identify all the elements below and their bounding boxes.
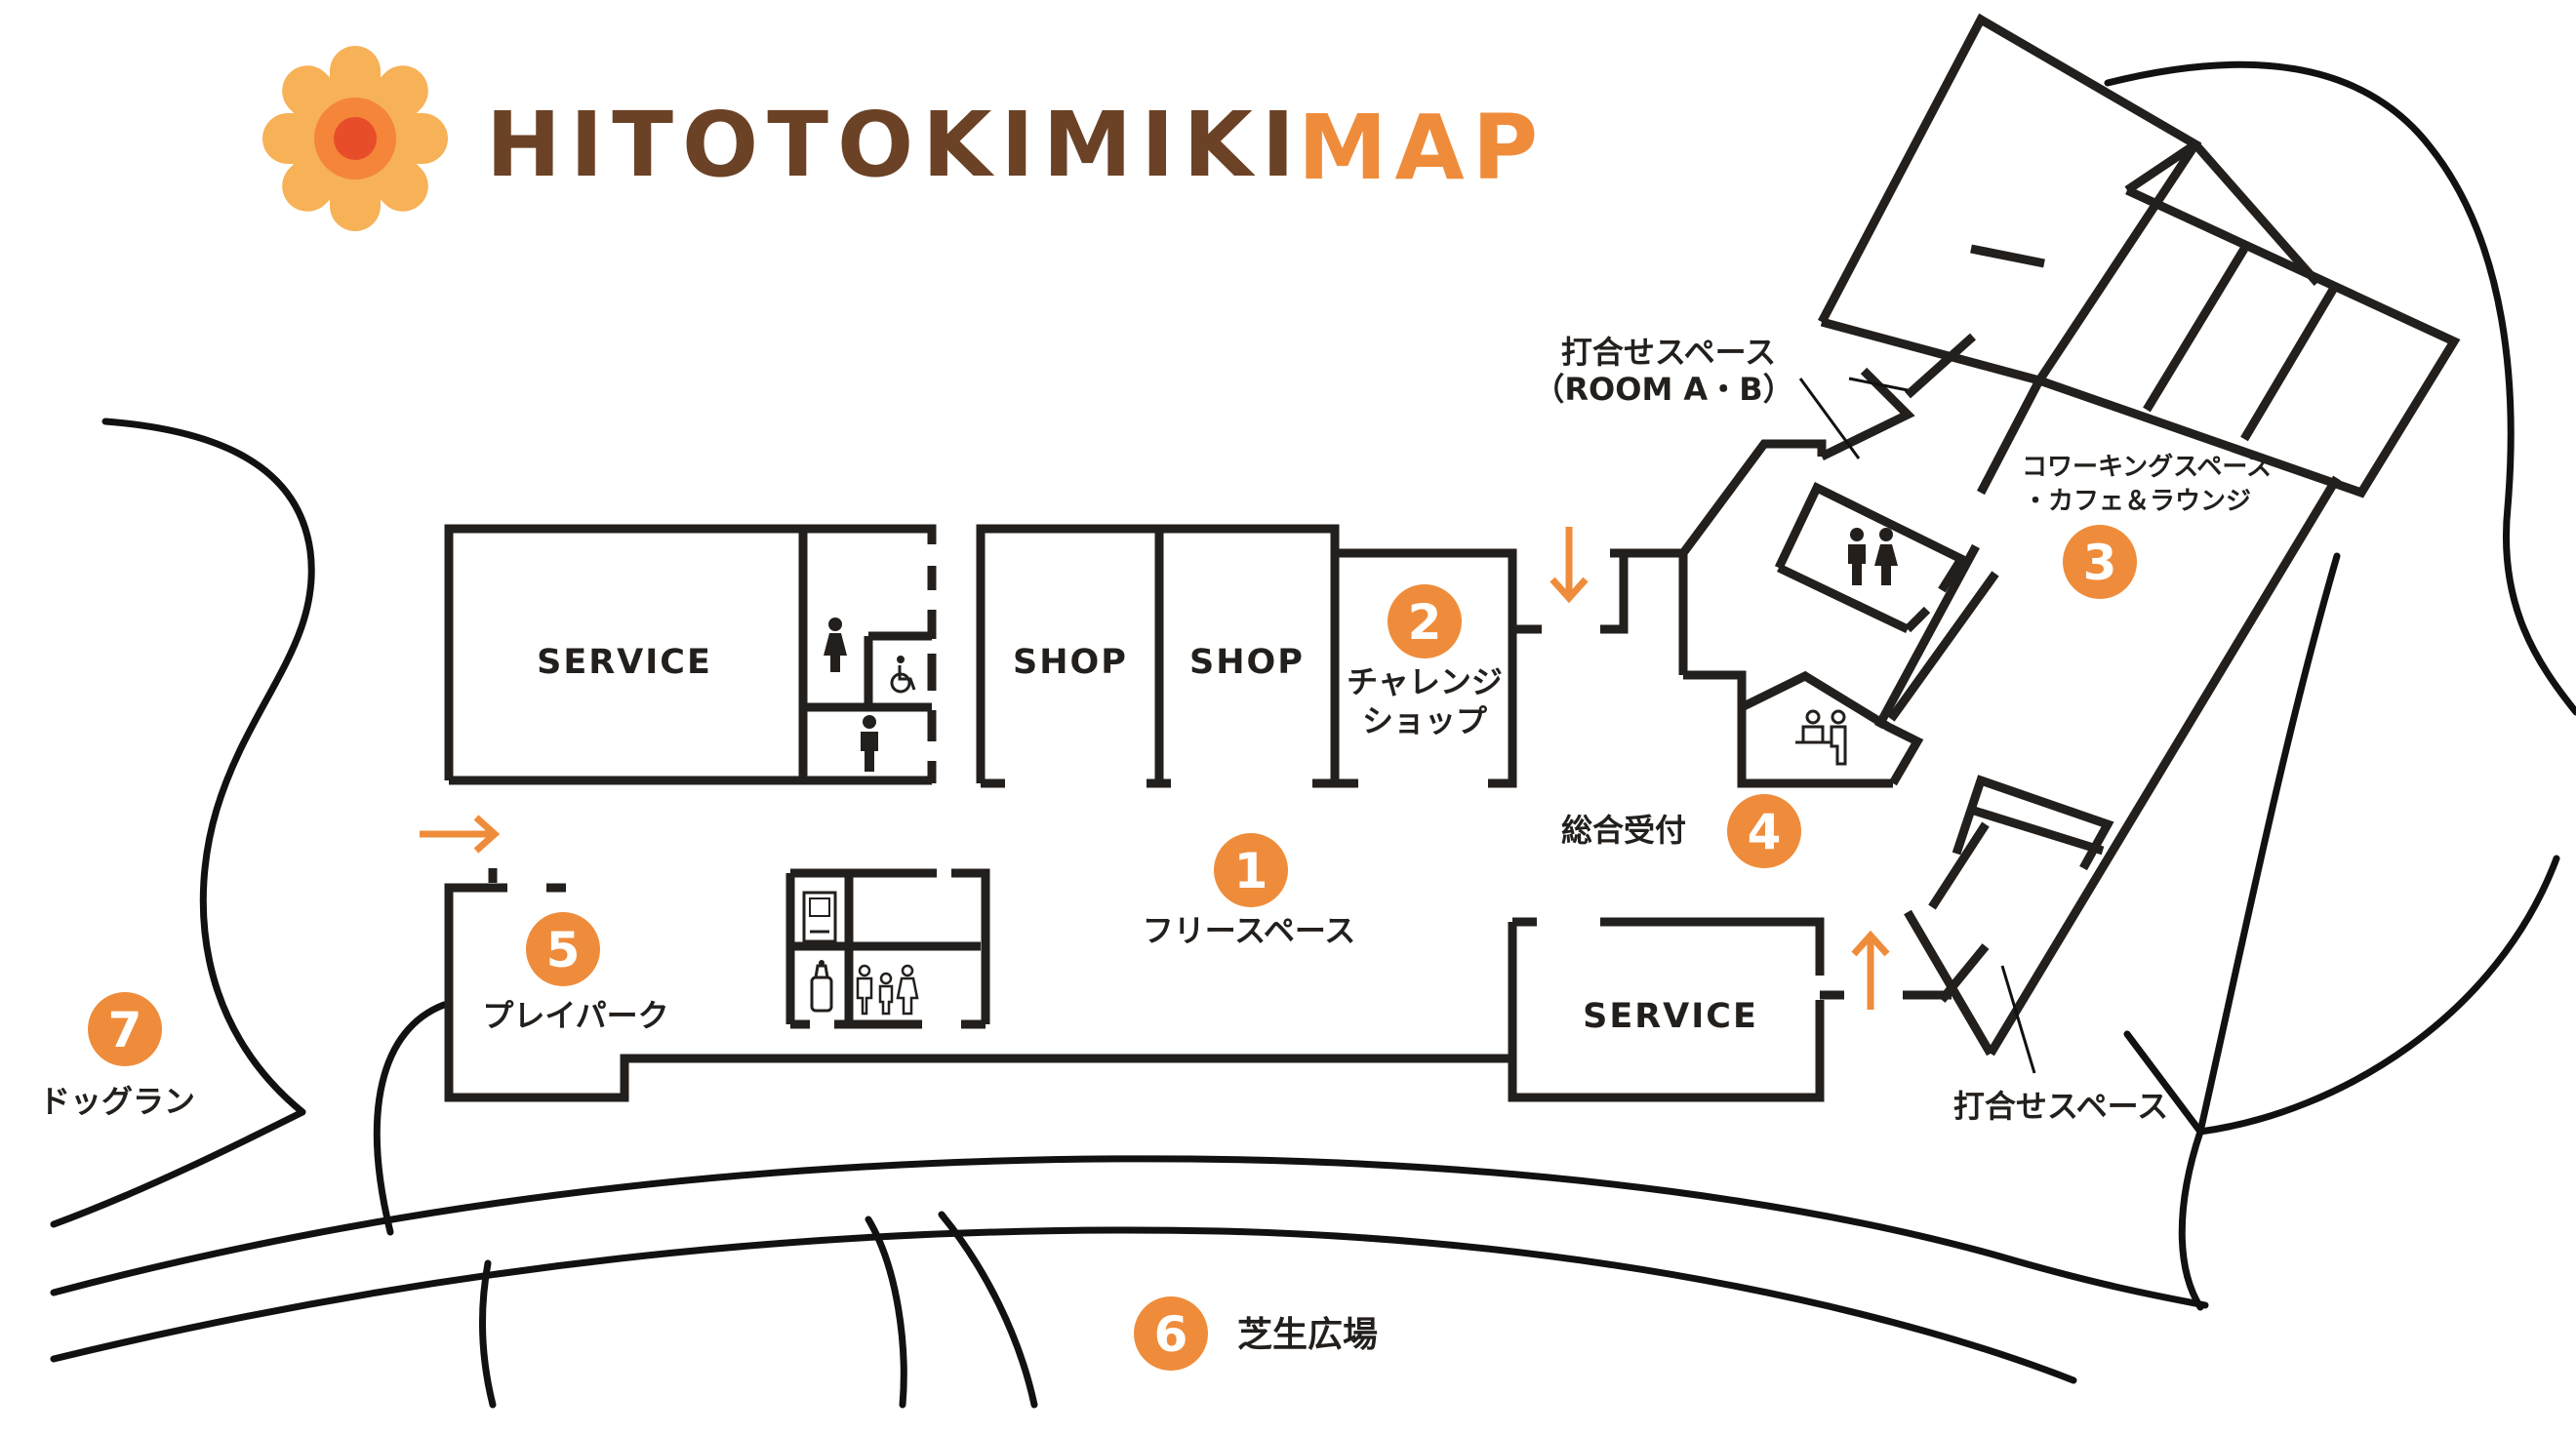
area-7-badge: 7: [88, 992, 162, 1066]
entrance-arrows: [420, 527, 1890, 1010]
area-4-number: 4: [1748, 804, 1782, 860]
meeting-space-south: 打合せスペース: [1953, 1088, 2168, 1125]
entrance-arrow-icon: [1550, 527, 1589, 604]
area-2-name-line2: ショップ: [1362, 702, 1488, 739]
area-3-number: 3: [2083, 535, 2117, 591]
meeting-space-ab-line1: 打合せスペース: [1561, 334, 1776, 371]
building-walls: [444, 13, 2461, 1102]
area-2-number: 2: [1408, 594, 1442, 651]
area-5-number: 5: [546, 922, 581, 978]
meeting-space-ab-line2: （ROOM A・B）: [1533, 371, 1793, 408]
area-3-name-line2: ・カフェ＆ラウンジ: [2023, 487, 2251, 516]
family-room-icon: [856, 964, 919, 1016]
area-4-badge: 4: [1727, 794, 1801, 868]
shop-2-label: SHOP: [1189, 643, 1305, 682]
area-6-name: 芝生広場: [1237, 1315, 1378, 1355]
wheelchair-icon: [890, 656, 916, 694]
area-6-badge: 6: [1134, 1296, 1208, 1371]
outdoor-paths: [50, 60, 2576, 1409]
vending-machine-icon: [802, 891, 837, 943]
service-main-label: SERVICE: [537, 643, 712, 682]
reception-icon: [1795, 709, 1847, 766]
area-5-name: プレイパーク: [482, 997, 668, 1034]
area-6-number: 6: [1154, 1306, 1188, 1363]
area-1-badge: 1: [1214, 833, 1288, 907]
callout-lines: [1798, 377, 2036, 1074]
shop-1-label: SHOP: [1013, 643, 1128, 682]
logo-map-text: MAP: [1298, 96, 1546, 200]
area-3-name-line1: コワーキングスペース: [2022, 453, 2272, 482]
logo-brand-text: HITOTOKIMIKI: [486, 93, 1304, 197]
area-7-number: 7: [108, 1002, 142, 1058]
baby-bottle-icon: [810, 960, 833, 1013]
entrance-arrow-icon: [1851, 930, 1890, 1010]
area-1-name: フリースペース: [1143, 912, 1356, 949]
area-7-name: ドッグラン: [39, 1083, 195, 1120]
area-3-badge: 3: [2063, 525, 2137, 599]
restroom-icon: [1848, 528, 1898, 585]
area-4-name: 総合受付: [1561, 812, 1686, 849]
service-bottom-label: SERVICE: [1583, 997, 1758, 1036]
area-2-name-line1: チャレンジ: [1347, 663, 1503, 700]
logo: HITOTOKIMIKI MAP: [262, 46, 1546, 231]
area-2-badge: 2: [1388, 584, 1462, 658]
male-toilet-icon: [861, 715, 878, 772]
area-1-number: 1: [1234, 843, 1268, 899]
female-toilet-icon: [824, 618, 847, 672]
flower-logo-icon: [262, 46, 448, 231]
entrance-arrow-icon: [420, 815, 501, 854]
area-5-badge: 5: [526, 912, 600, 986]
